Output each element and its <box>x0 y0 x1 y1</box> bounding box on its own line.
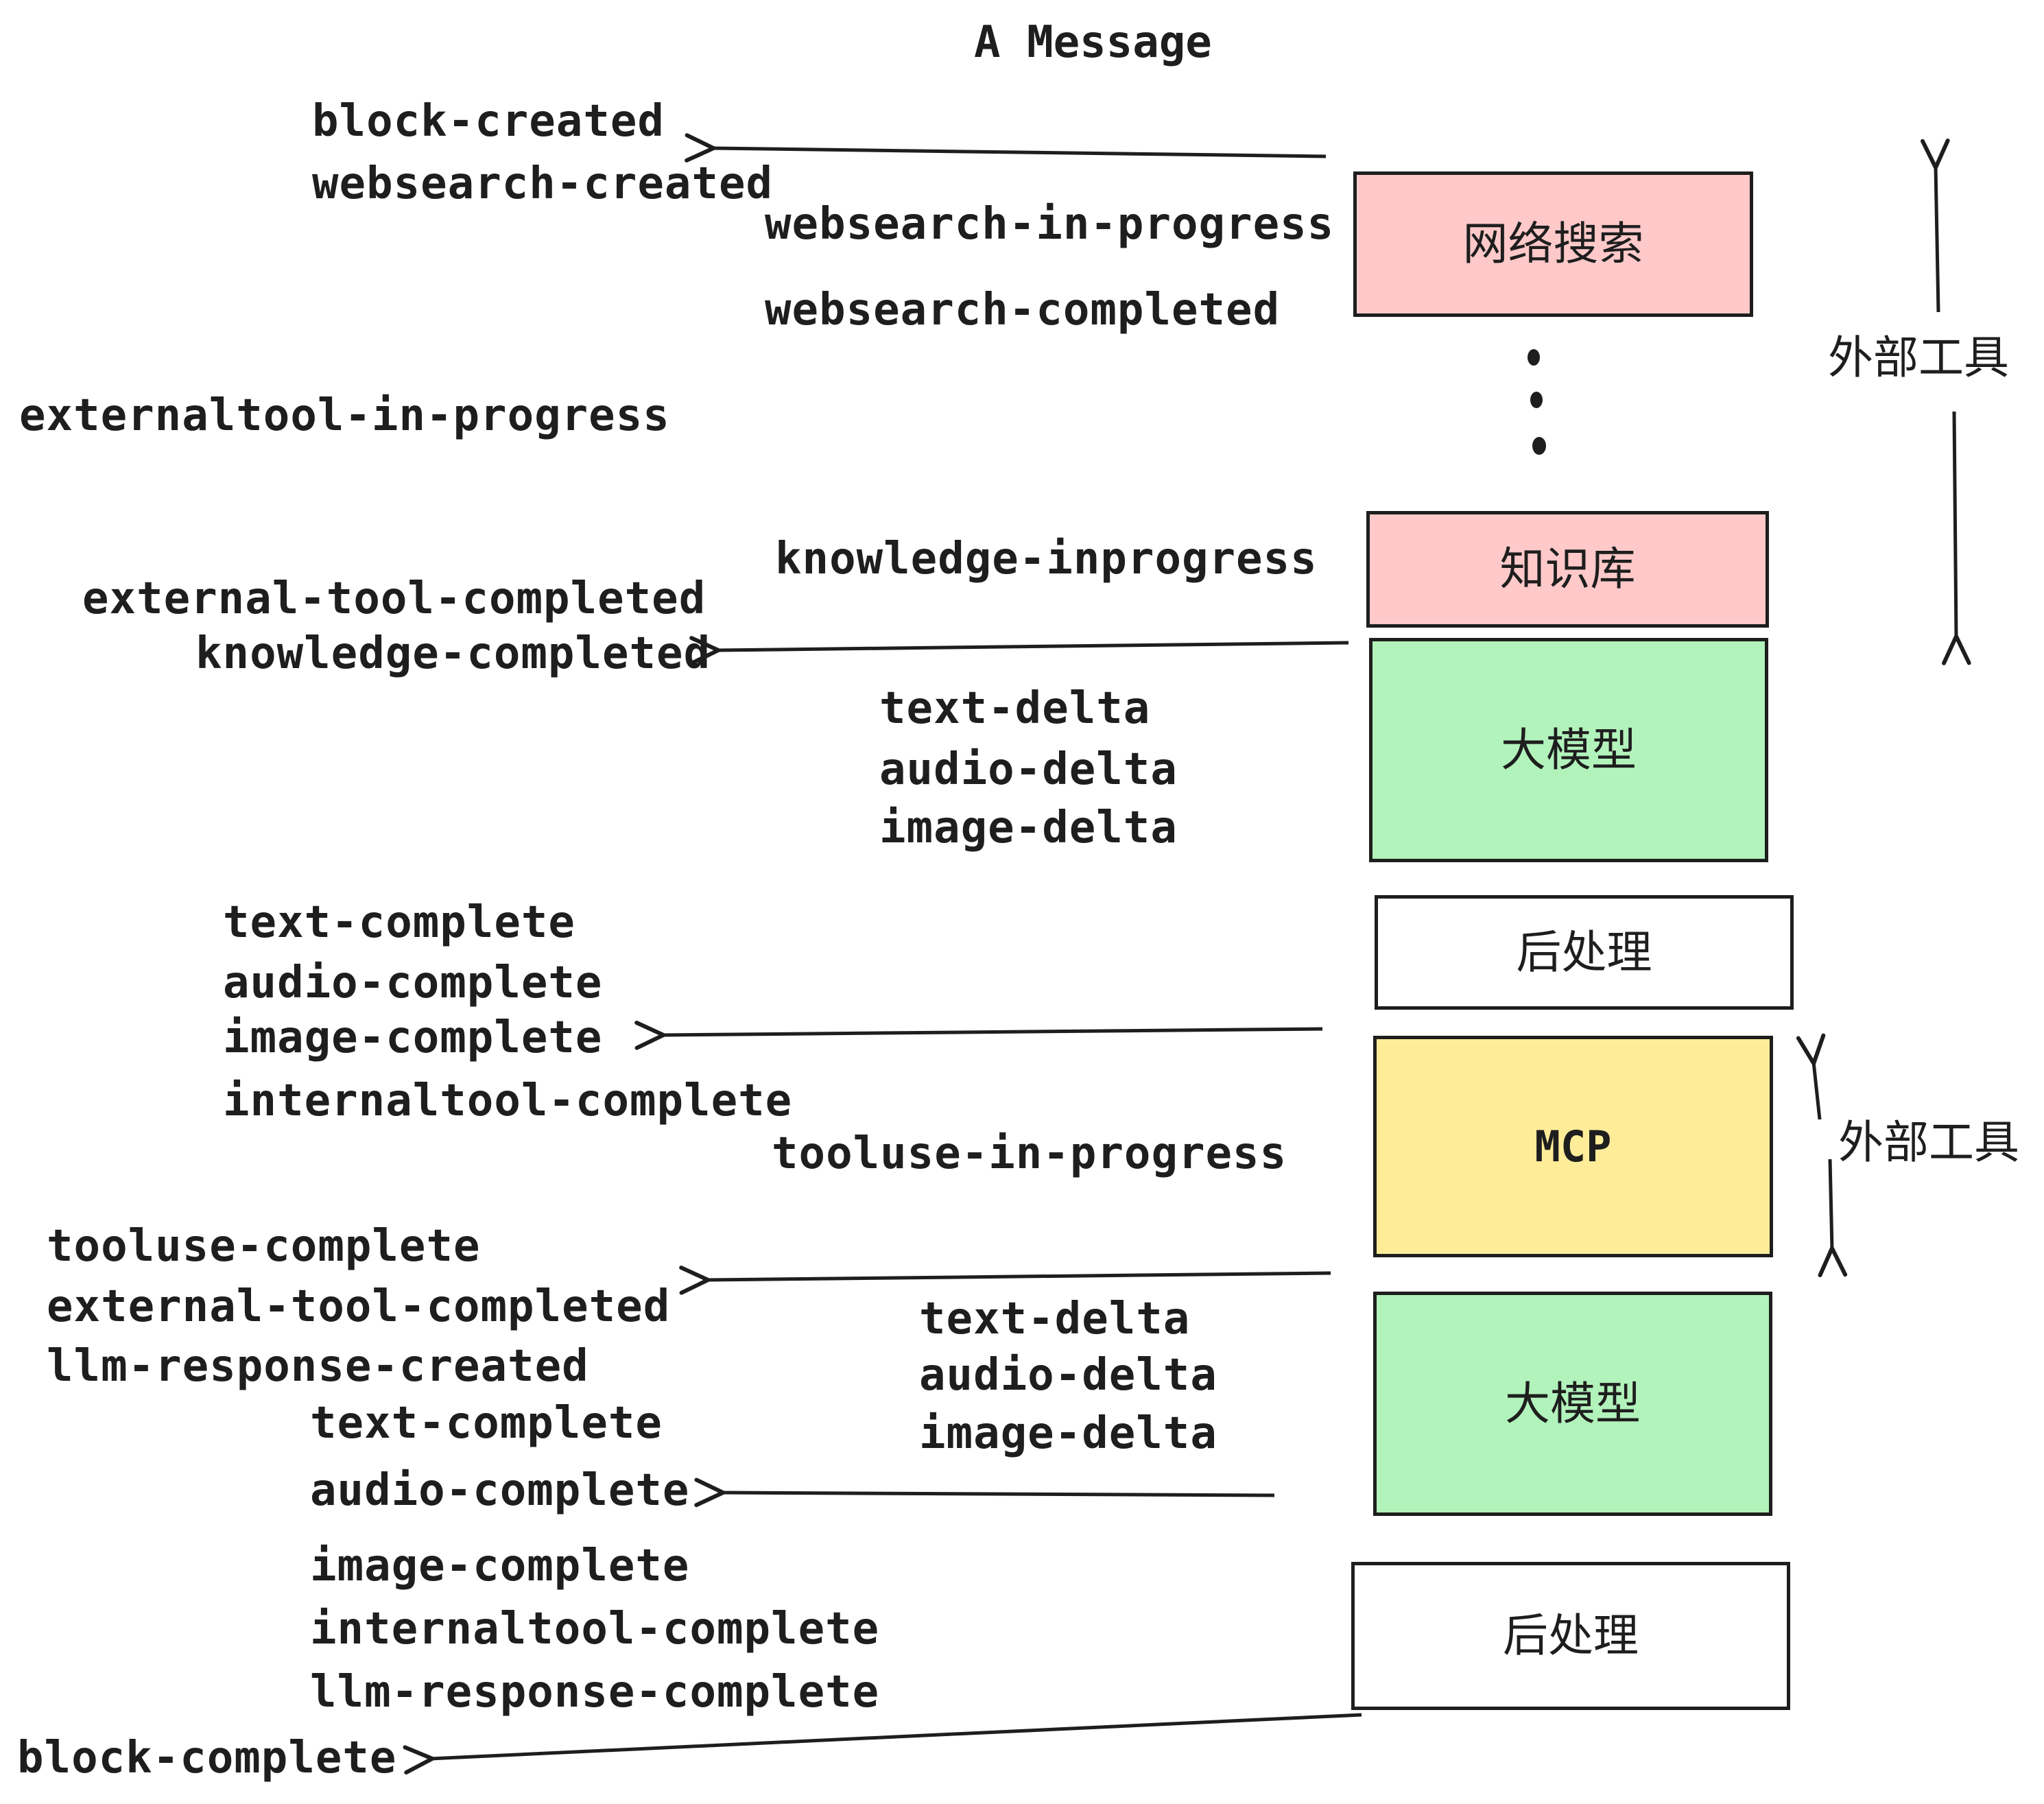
event-label-image-complete-2: image-complete <box>310 1541 690 1591</box>
event-label-text-delta-1: text-delta <box>879 683 1151 734</box>
event-label-tooluse-in-progress: tooluse-in-progress <box>772 1128 1287 1179</box>
event-label-image-complete-1: image-complete <box>223 1012 603 1063</box>
event-label-text-complete-2: text-complete <box>310 1398 663 1449</box>
event-label-knowledge-inprogress: knowledge-inprogress <box>775 534 1318 584</box>
external-tools-note-top: 外部工具 <box>1828 331 2009 384</box>
box-mcp-label: MCP <box>1534 1121 1612 1172</box>
arrow-mcp-external-up <box>1796 1033 1826 1120</box>
diagram-title: A Message <box>974 17 1212 68</box>
box-llm-2-label: 大模型 <box>1505 1377 1641 1430</box>
arrow-block-created <box>685 133 1327 163</box>
box-llm-1-label: 大模型 <box>1501 723 1637 776</box>
event-label-block-created: block-created <box>312 96 665 147</box>
event-label-websearch-completed: websearch-completed <box>765 285 1281 335</box>
arrow-external-tools-up <box>1921 139 1950 313</box>
event-label-external-tool-completed-1: external-tool-completed <box>82 573 706 624</box>
event-label-image-delta-2: image-delta <box>919 1408 1217 1459</box>
event-label-externaltool-in-progress: externaltool-in-progress <box>19 390 670 441</box>
arrow-mcp-external-down <box>1818 1159 1848 1278</box>
box-postprocess-1: 后处理 <box>1375 895 1794 1010</box>
vertical-ellipsis-dots <box>1528 349 1546 455</box>
box-postprocess-2-label: 后处理 <box>1503 1609 1639 1662</box>
box-knowledge-label: 知识库 <box>1499 543 1636 595</box>
event-label-image-delta-1: image-delta <box>879 803 1178 853</box>
event-label-llm-response-created: llm-response-created <box>47 1341 589 1392</box>
event-label-block-complete: block-complete <box>17 1733 397 1783</box>
box-llm-1: 大模型 <box>1369 638 1768 862</box>
event-label-text-delta-2: text-delta <box>919 1294 1191 1344</box>
arrow-knowledge-completed <box>689 636 1349 665</box>
event-label-audio-delta-1: audio-delta <box>879 744 1178 795</box>
event-label-internaltool-complete-2: internaltool-complete <box>310 1604 880 1654</box>
event-label-websearch-created: websearch-created <box>312 158 774 209</box>
arrow-audio-complete <box>694 1477 1275 1508</box>
event-label-text-complete-1: text-complete <box>223 897 575 948</box>
arrow-block-complete <box>403 1713 1362 1775</box>
box-mcp: MCP <box>1373 1036 1773 1257</box>
box-postprocess-1-label: 后处理 <box>1516 925 1652 979</box>
box-websearch-label: 网络搜索 <box>1462 217 1644 270</box>
external-tools-note-mid: 外部工具 <box>1838 1116 2019 1169</box>
box-llm-2: 大模型 <box>1373 1292 1772 1516</box>
box-websearch: 网络搜索 <box>1353 171 1753 317</box>
event-label-tooluse-complete: tooluse-complete <box>47 1221 481 1272</box>
box-postprocess-2: 后处理 <box>1351 1562 1790 1710</box>
event-label-llm-response-complete: llm-response-complete <box>310 1667 880 1718</box>
event-label-internaltool-complete-1: internaltool-complete <box>223 1076 793 1126</box>
event-label-audio-complete-1: audio-complete <box>223 958 603 1008</box>
event-label-audio-complete-2: audio-complete <box>310 1465 690 1516</box>
event-label-websearch-in-progress: websearch-in-progress <box>765 199 1335 250</box>
event-label-external-tool-completed-2: external-tool-completed <box>47 1281 671 1332</box>
event-label-audio-delta-2: audio-delta <box>919 1350 1217 1401</box>
arrow-image-complete <box>634 1021 1323 1050</box>
arrow-external-tools-down <box>1942 411 1971 665</box>
box-knowledge: 知识库 <box>1366 511 1769 628</box>
arrow-tooluse-complete <box>679 1266 1331 1295</box>
event-label-knowledge-completed: knowledge-completed <box>195 628 711 679</box>
